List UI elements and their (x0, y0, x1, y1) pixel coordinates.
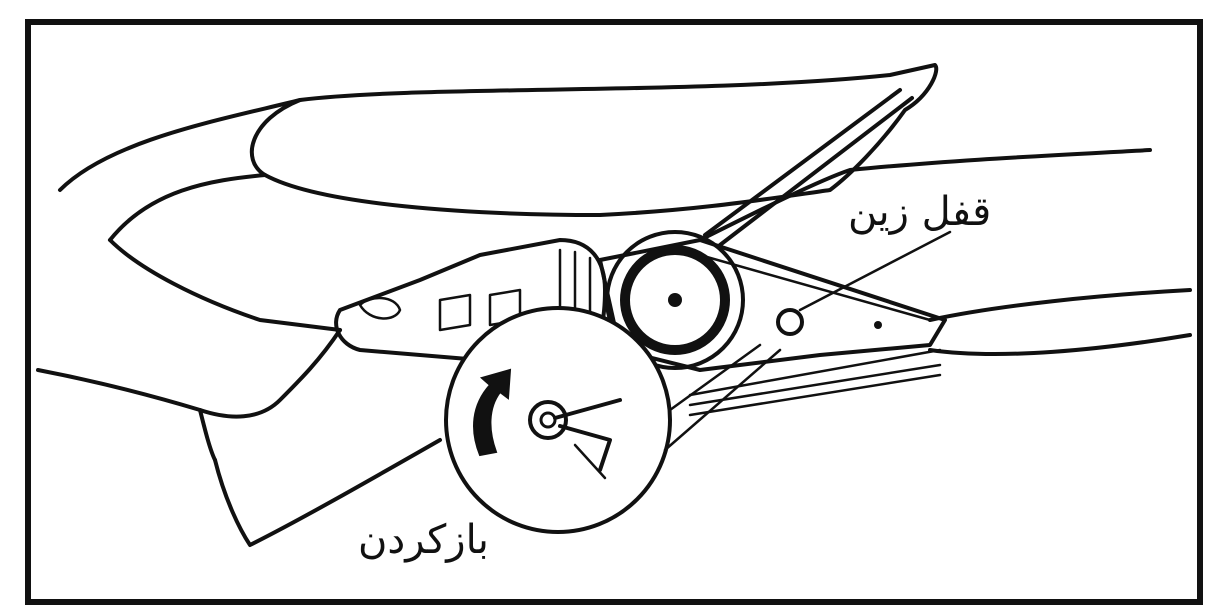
frame-plate-line-2 (690, 365, 940, 405)
open-label: بازکردن (358, 520, 489, 560)
body-panel-lower (38, 330, 340, 417)
lock-plate-bolt (874, 321, 882, 329)
frame-tube-lower (930, 335, 1190, 354)
seat-front-panel (110, 240, 340, 330)
body-panel-edge (200, 410, 215, 460)
seat-lock-label: قفل زین (848, 192, 991, 232)
bracket-detail-3 (360, 298, 400, 318)
lock-cylinder (778, 310, 802, 334)
drum-hub (668, 293, 682, 307)
seat-side-curve (110, 175, 265, 240)
bracket-detail-1 (440, 295, 470, 330)
frame-tube-upper (930, 290, 1190, 320)
